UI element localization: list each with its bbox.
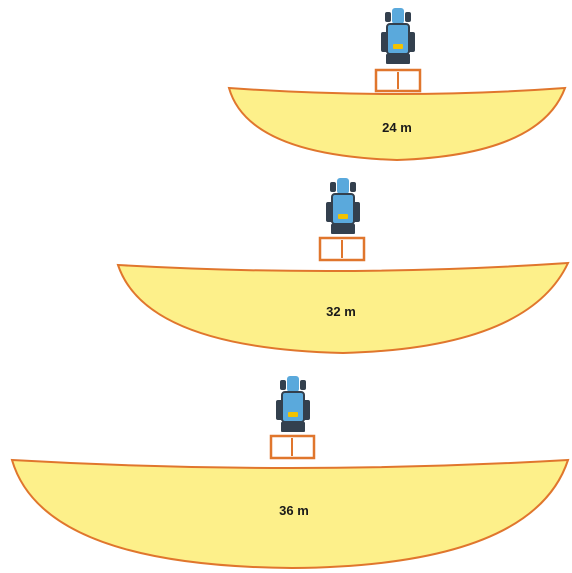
spread-area	[10, 458, 570, 570]
width-label: 36 m	[279, 503, 309, 518]
spread-pattern-32m: 32 m	[116, 178, 570, 355]
spread-area	[227, 86, 567, 162]
spread-area	[116, 261, 570, 355]
spreader-unit	[374, 68, 422, 93]
width-label: 24 m	[382, 120, 412, 135]
spread-pattern-24m: 24 m	[227, 8, 567, 162]
width-label: 32 m	[326, 304, 356, 319]
tractor-icon	[276, 376, 310, 432]
tractor-icon	[381, 8, 415, 64]
spreader-unit	[318, 236, 366, 262]
tractor-icon	[326, 178, 360, 234]
spreader-unit	[269, 434, 316, 460]
spread-pattern-36m: 36 m	[10, 376, 570, 570]
